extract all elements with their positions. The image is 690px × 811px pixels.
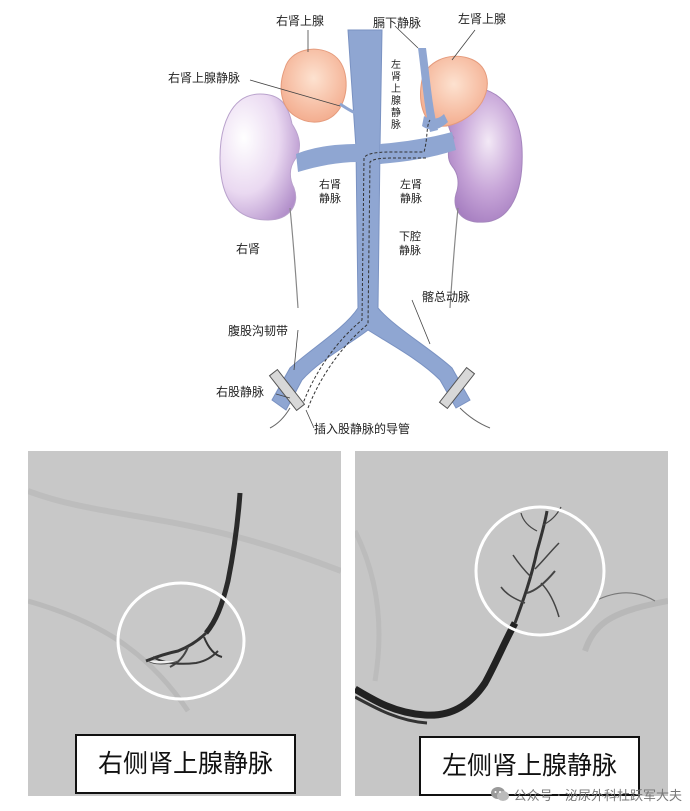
label-right-adrenal-vein: 右肾上腺静脉 (168, 71, 241, 85)
label-inferior-phrenic-vein: 膈下静脉 (373, 16, 422, 30)
inferior-vena-cava (271, 29, 471, 411)
left-ureter (449, 207, 459, 309)
right-inguinal-ligament-bar (268, 368, 306, 412)
watermark: 公众号 · 泌尿外科杜跃军大夫 (490, 783, 682, 805)
label-left-adrenal: 左肾上腺 (458, 12, 507, 26)
left-adrenal-venogram-panel: 左侧肾上腺静脉 (355, 451, 668, 796)
right-renal-vein (296, 144, 358, 172)
anatomy-diagram: 右肾上腺 右肾上腺静脉 膈下静脉 左肾上腺 左肾上腺静脉 右肾静脉 左肾静脉 右… (168, 8, 570, 438)
catheter-path (301, 119, 431, 407)
right-adrenal-venogram-panel: 右侧肾上腺静脉 (28, 451, 341, 796)
right-adrenal-gland (280, 48, 347, 123)
label-right-femoral-vein: 右股静脉 (216, 385, 265, 399)
left-caption-box: 左侧肾上腺静脉 (419, 736, 640, 796)
right-adrenal-vein-line (339, 102, 359, 116)
label-right-renal-vein: 右肾静脉 (319, 178, 341, 205)
right-kidney (219, 93, 300, 221)
label-right-adrenal: 右肾上腺 (276, 14, 325, 28)
anatomy-svg (219, 25, 523, 429)
label-ivc: 下腔静脉 (399, 230, 421, 257)
left-renal-vein (380, 132, 456, 164)
label-inguinal-ligament: 腹股沟韧带 (228, 324, 289, 338)
label-common-iliac-artery: 髂总动脉 (422, 290, 471, 304)
left-kidney (446, 87, 523, 223)
left-adrenal-vein-branch (418, 48, 438, 132)
watermark-text: 公众号 · 泌尿外科杜跃军大夫 (513, 788, 682, 804)
label-left-renal-vein: 左肾静脉 (400, 178, 422, 205)
label-right-kidney: 右肾 (236, 242, 261, 256)
left-inguinal-ligament-bar (438, 366, 476, 410)
right-caption-box: 右侧肾上腺静脉 (75, 734, 296, 794)
left-adrenal-vein-junction (422, 114, 448, 130)
label-left-adrenal-vein: 左肾上腺静脉 (391, 60, 401, 131)
wechat-icon (490, 787, 509, 801)
label-catheter: 插入股静脉的导管 (314, 422, 411, 436)
right-ureter (289, 207, 299, 309)
catheter-path-2 (307, 157, 428, 409)
